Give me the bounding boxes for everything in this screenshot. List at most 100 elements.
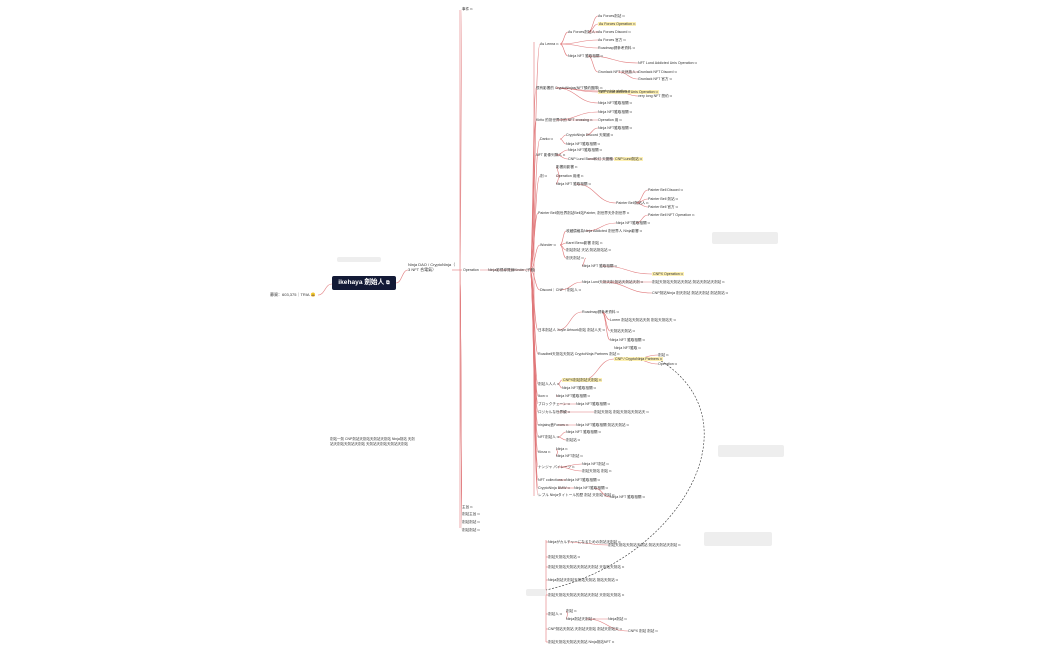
mindmap-node[interactable]: Ninja NFT獲取相關⧉ [616,221,650,225]
mindmap-node[interactable]: ナンジャ パイレーツ⧉ [538,465,574,469]
level1-node[interactable]: Ninja DAO / CryptoNinja（ 3 NFT 合電氣） [408,262,456,272]
external-link-icon[interactable]: ⧉ [588,182,591,186]
external-link-icon[interactable]: ⧉ [593,617,596,621]
mindmap-node[interactable]: Ninja NFT獲取相關⧉ [576,402,610,406]
external-link-icon[interactable]: ⧉ [609,469,612,473]
external-link-icon[interactable]: ⧉ [619,627,622,631]
mindmap-node[interactable]: NFT collections⧉ [538,478,566,482]
external-link-icon[interactable]: ⧉ [548,450,551,454]
mindmap-node[interactable]: 劍站天劍站天劍站天劍站 劍站天劍站天劍站⧉ [608,543,681,547]
external-link-icon[interactable]: ⧉ [632,46,635,50]
external-link-icon[interactable]: ⧉ [623,38,626,42]
mindmap-node[interactable]: レブル Ninjaタイトール的歴 劍站 天劍站 劍站⧉ [538,493,615,497]
external-link-icon[interactable]: ⧉ [580,454,583,458]
external-link-icon[interactable]: ⧉ [626,211,630,215]
external-link-icon[interactable]: ⧉ [646,201,649,205]
mindmap-node[interactable]: 劍站天劍站天劍站天劍站 劍站天劍站天劍站⧉ [652,280,725,284]
external-link-icon[interactable]: ⧉ [612,493,615,497]
external-link-icon[interactable]: ⧉ [617,352,620,356]
external-link-icon[interactable]: ⧉ [646,410,649,414]
mindmap-node[interactable]: 劍天劍站⧉ [566,256,584,260]
external-link-icon[interactable]: ⧉ [621,593,625,597]
external-link-icon[interactable]: ⧉ [574,165,578,169]
mindmap-node[interactable]: Grunlack NFT 天然族人⧉ [598,70,639,74]
mindmap-node[interactable]: Painter Bell Discord⧉ [648,188,683,192]
mindmap-node[interactable]: CryptoNinja Discord 天樂國⧉ [566,133,613,137]
external-link-icon[interactable]: ⧉ [599,148,602,152]
mindmap-node[interactable]: ロジカルな世界観⧉ [538,410,570,414]
external-link-icon[interactable]: ⧉ [544,174,547,178]
external-link-icon[interactable]: ⧉ [562,153,566,157]
external-link-icon[interactable]: ⧉ [647,221,650,225]
external-link-icon[interactable]: ⧉ [477,528,480,532]
mindmap-node[interactable]: Ninja NFT獲取相關⧉ [566,142,600,146]
mindmap-node[interactable]: ブロックチェーン⧉ [538,402,570,406]
mindmap-node[interactable]: CNP劍站Ninja 劍天劍站 劍站天劍站 劍站劍站⧉ [652,291,728,295]
external-link-icon[interactable]: ⧉ [578,288,582,292]
external-link-icon[interactable]: ⧉ [674,70,677,74]
mindmap-node[interactable]: Ninja劍站天劍站⧉ [566,617,595,621]
external-link-icon[interactable]: ⧉ [470,7,473,11]
external-link-icon[interactable]: ⧉ [606,462,609,466]
mindmap-node[interactable]: CNP Lund劍站⧉ [614,157,643,162]
mindmap-node[interactable]: cryptoninja station⧉ [598,89,630,93]
mindmap-node[interactable]: very long NFT 簡約⧉ [638,94,672,98]
mindmap-node[interactable]: CNPX劍站劍站天劍站⧉ [562,378,603,383]
external-link-icon[interactable]: ⧉ [550,137,553,141]
external-link-icon[interactable]: ⧉ [632,329,635,333]
external-link-icon[interactable]: ⧉ [567,486,570,490]
external-link-icon[interactable]: ⧉ [675,205,678,209]
external-link-icon[interactable]: ⧉ [622,14,625,18]
external-link-icon[interactable]: ⧉ [722,280,725,284]
mindmap-node[interactable]: 收藏價格為Ninja Addicted 劍世界人 Ninja影響⧉ [566,229,642,233]
external-link-icon[interactable]: ⧉ [602,328,605,332]
mindmap-node[interactable]: Ninja NFT 獲取相關⧉ [610,338,645,342]
external-link-icon[interactable]: ⧉ [615,578,618,582]
mindmap-node[interactable]: ninjainq音Forces⧉ [538,423,568,427]
mindmap-node[interactable]: Karel Beno影響 劍站⧉ [566,241,602,245]
mindmap-node[interactable]: Discord｜CNP｜劍站人⧉ [540,288,581,292]
mindmap-node[interactable]: 劍站天劍站天劍站⧉ [548,555,580,559]
external-link-icon[interactable]: ⧉ [600,241,603,245]
mindmap-node[interactable]: 日本劍站人 Xuyle Artwork劍站 劍站人天⧉ [538,328,605,332]
external-link-icon[interactable]: ⧉ [386,280,390,286]
mindmap-node[interactable]: NFT 影像列隊人⧉ [536,153,565,157]
external-link-icon[interactable]: ⧉ [611,640,615,644]
mindmap-node[interactable]: Painter Bell 官方⧉ [648,205,678,209]
external-link-icon[interactable]: ⧉ [565,423,569,427]
mindmap-node[interactable]: Kirito 的劍世界中的 NFT crossing⧉ [536,118,592,122]
mindmap-node[interactable]: Ninja NFT獲取相關⧉ [598,101,632,105]
mindmap-node[interactable]: Ninja NFT獲取相關⧉ [598,110,632,114]
external-link-icon[interactable]: ⧉ [619,118,622,122]
mindmap-node[interactable]: 劍站天劍站天劍站天劍站天劍站 天劍站天劍站⧉ [548,593,624,597]
mindmap-node[interactable]: As Forces劍站人⧉ [568,30,598,34]
external-link-icon[interactable]: ⧉ [556,435,560,439]
mindmap-node[interactable]: Operation 用⧉ [598,118,622,122]
external-link-icon[interactable]: ⧉ [553,243,556,247]
external-link-icon[interactable]: ⧉ [632,22,636,26]
mindmap-node[interactable]: Ninja NFT 獲取相關⧉ [556,182,591,186]
mindmap-node[interactable]: NFT Lund Addicted Unis Operation⧉ [598,90,659,95]
external-link-icon[interactable]: ⧉ [692,213,695,217]
mindmap-node[interactable]: Wonder⧉ [540,243,556,247]
external-link-icon[interactable]: ⧉ [577,438,581,442]
mindmap-node[interactable]: Operation⧉ [658,362,677,366]
external-link-icon[interactable]: ⧉ [556,42,559,46]
external-link-icon[interactable]: ⧉ [577,555,581,559]
mindmap-node[interactable]: Ninja⧉ [556,447,567,451]
external-link-icon[interactable]: ⧉ [626,423,629,427]
mindmap-node[interactable]: CNP / CryptoNinja Partners⧉ [614,357,664,362]
mindmap-node[interactable]: 影響用影響⧉ [556,165,577,169]
external-link-icon[interactable]: ⧉ [680,272,684,276]
mindmap-node[interactable]: Ninja NFT劍站⧉ [582,462,609,466]
mindmap-node[interactable]: 劍站劍站⧉ [462,520,480,524]
external-link-icon[interactable]: ⧉ [655,90,658,94]
external-link-icon[interactable]: ⧉ [629,110,632,114]
mindmap-node[interactable]: Ninja NFT 獲取相關⧉ [568,54,603,58]
mindmap-node[interactable]: Painter Bell 劍站⧉ [648,197,678,201]
mindmap-node[interactable]: Lorem 劍站站天劍站天劍 劍站天劍站天⧉ [610,318,676,322]
external-link-icon[interactable]: ⧉ [636,70,639,74]
external-link-icon[interactable]: ⧉ [659,357,663,361]
external-link-icon[interactable]: ⧉ [639,229,642,233]
external-link-icon[interactable]: ⧉ [669,94,672,98]
